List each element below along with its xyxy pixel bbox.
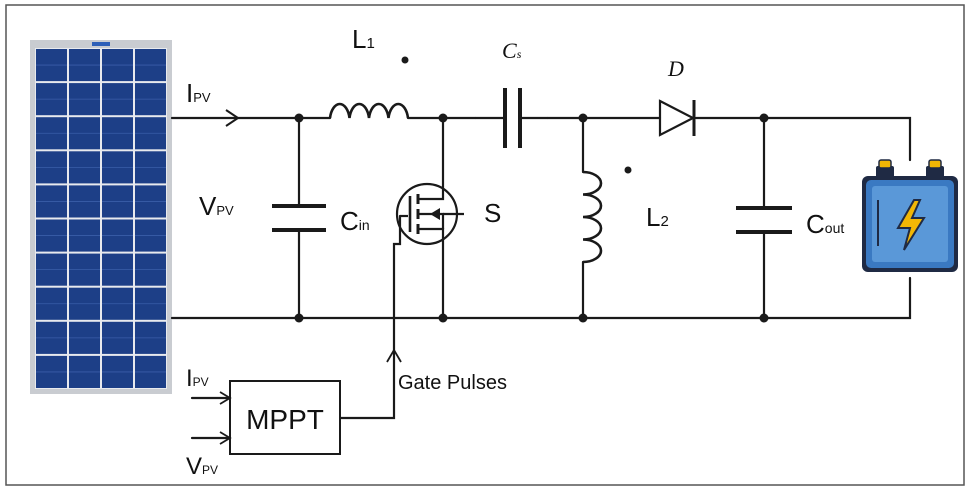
gate-wire xyxy=(338,214,402,420)
label-mppt-vpv: VPV xyxy=(186,453,218,480)
label-vpv: VPV xyxy=(199,191,234,221)
diode-d xyxy=(658,99,696,137)
label-l1: L1 xyxy=(352,24,375,54)
label-cin: Cin xyxy=(340,206,370,236)
label-l2: L2 xyxy=(646,202,669,232)
bolt-icon xyxy=(896,199,926,251)
inductor-l2 xyxy=(582,170,603,264)
inductor-l1 xyxy=(328,102,410,119)
label-cout: Cout xyxy=(806,209,844,239)
ipv-current-arrow xyxy=(225,109,240,127)
figure-border xyxy=(5,4,965,486)
gate-arrow xyxy=(386,348,402,363)
label-mppt-ipv: IPV xyxy=(186,365,209,392)
mosfet-switch xyxy=(395,182,464,246)
label-s: S xyxy=(484,198,501,228)
solar-panel-label-tab xyxy=(92,42,110,46)
l1-polarity-dot xyxy=(401,56,409,64)
top-wire-out xyxy=(694,116,912,162)
l2-polarity-dot xyxy=(624,166,632,174)
capacitor-cin xyxy=(272,204,326,232)
capacitor-cout xyxy=(736,206,792,234)
mosfet-body-arrow xyxy=(430,208,440,220)
label-mppt: MPPT xyxy=(246,404,324,435)
solar-panel-icon xyxy=(30,40,172,394)
mppt-input-arrows xyxy=(219,391,232,445)
junction-dots xyxy=(294,113,769,323)
mppt-block xyxy=(229,380,341,455)
battery-icon xyxy=(862,159,958,272)
label-cs: Cs xyxy=(502,38,522,63)
capacitor-cs xyxy=(475,88,548,148)
label-gate-pulses: Gate Pulses xyxy=(398,372,507,394)
label-ipv: IPV xyxy=(186,78,211,108)
wires xyxy=(170,116,912,440)
label-d: D xyxy=(667,56,684,81)
bottom-wire xyxy=(170,276,912,320)
